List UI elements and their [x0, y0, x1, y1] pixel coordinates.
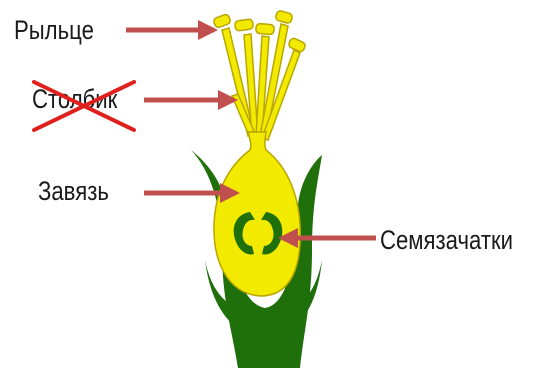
ovary: [214, 132, 300, 296]
stigma-tip: [234, 19, 253, 31]
stigma-tip: [288, 37, 307, 53]
strike-through-cross: [28, 78, 140, 134]
label-ovary: Завязь: [38, 178, 109, 205]
stigma-tip: [256, 23, 275, 35]
label-ovules: Семязачатки: [380, 227, 513, 254]
stigma-tip: [275, 10, 293, 24]
styles: [222, 24, 300, 140]
stigma-tip: [213, 14, 231, 29]
label-stigma: Рыльце: [14, 17, 94, 44]
